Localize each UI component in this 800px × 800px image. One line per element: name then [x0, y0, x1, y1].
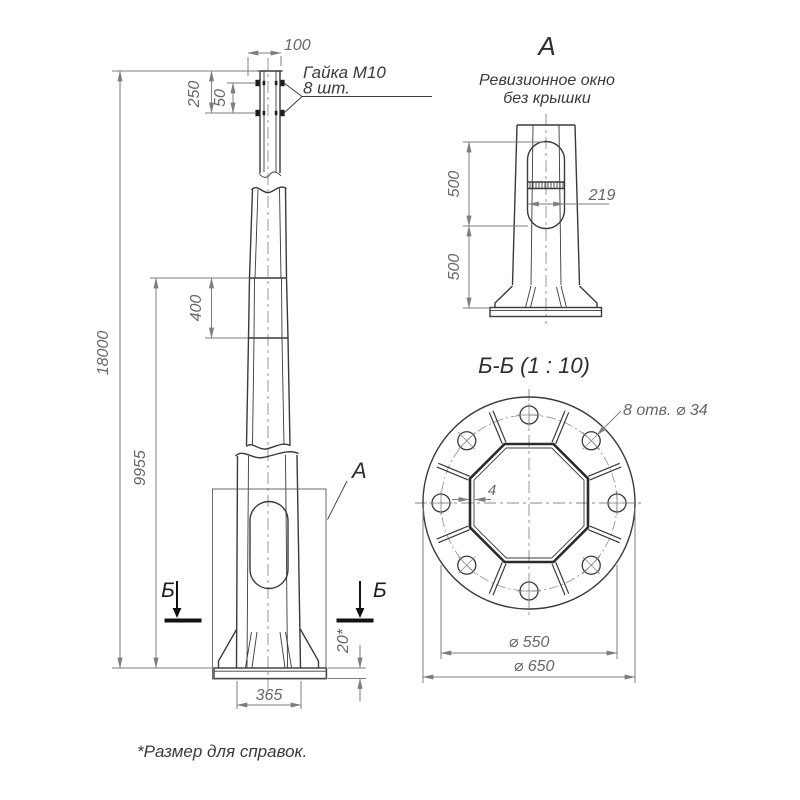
section-bb: Б-Б (1 : 10) 8 отв. ⌀	[415, 353, 708, 683]
flange-outer-circle	[422, 396, 636, 610]
dim-tip-width: 100	[284, 37, 311, 54]
nut-row-lower	[255, 109, 285, 117]
section-bb-dimensions: 8 отв. ⌀ 34 4 ⌀ 550 ⌀ 650	[422, 402, 708, 683]
nut-callout-line2: 8 шт.	[303, 79, 350, 98]
section-marker-right: Б	[336, 579, 387, 623]
view-a-title: А	[536, 31, 555, 61]
view-a-window	[526, 140, 566, 230]
view-a-subtitle-1: Ревизионное окно	[479, 72, 615, 89]
main-elevation-view: А Б Б	[95, 37, 432, 709]
overlap-joint	[247, 277, 289, 339]
base-plate	[213, 667, 328, 680]
view-a-callout-label: А	[350, 458, 367, 483]
upper-shaft	[248, 186, 288, 279]
middle-shaft	[245, 337, 291, 450]
pole-tip	[255, 70, 285, 178]
dim-outer-diameter: ⌀ 650	[514, 658, 555, 675]
view-a-frame	[212, 488, 327, 680]
section-letter-left: Б	[161, 579, 175, 602]
base-assembly	[213, 628, 328, 680]
revision-window	[249, 500, 289, 590]
dim-lower-height: 9955	[132, 450, 149, 486]
dim-window-lower: 500	[446, 254, 463, 281]
lower-shaft	[235, 451, 302, 668]
dim-tip-50: 50	[212, 89, 229, 107]
view-a-shaft	[511, 124, 581, 286]
dim-overall-height: 18000	[95, 331, 112, 376]
dim-wall-thickness: 4	[488, 482, 496, 499]
section-letter-right: Б	[373, 579, 387, 602]
view-a-dimensions: 500 500 219	[446, 141, 616, 309]
section-bb-title: Б-Б (1 : 10)	[478, 353, 590, 378]
main-dimensions: 18000 9955 400 250 50 100 365 20*	[95, 37, 366, 709]
pole-wall-octagon	[468, 442, 590, 564]
view-a-subtitle-2: без крышки	[503, 90, 591, 107]
dim-tip-250: 250	[186, 81, 203, 109]
dim-bolt-circle: ⌀ 550	[509, 634, 550, 651]
dim-holes: 8 отв. ⌀ 34	[623, 402, 708, 419]
view-a-base	[489, 285, 603, 318]
dim-window-width: 219	[588, 187, 616, 204]
nut-callout: Гайка М10 8 шт.	[283, 63, 432, 114]
footnote: *Размер для справок.	[137, 742, 307, 761]
dim-window-upper: 500	[446, 171, 463, 198]
nut-callout-line1: Гайка М10	[303, 63, 386, 82]
nut-row-upper	[255, 79, 285, 87]
section-marker-left: Б	[161, 579, 202, 623]
dim-base-width: 365	[256, 687, 283, 704]
dim-overlap: 400	[188, 295, 205, 322]
view-a: А Ревизионное окно без крышки 500 500	[446, 31, 615, 324]
dim-plate-thickness: 20*	[335, 628, 352, 654]
